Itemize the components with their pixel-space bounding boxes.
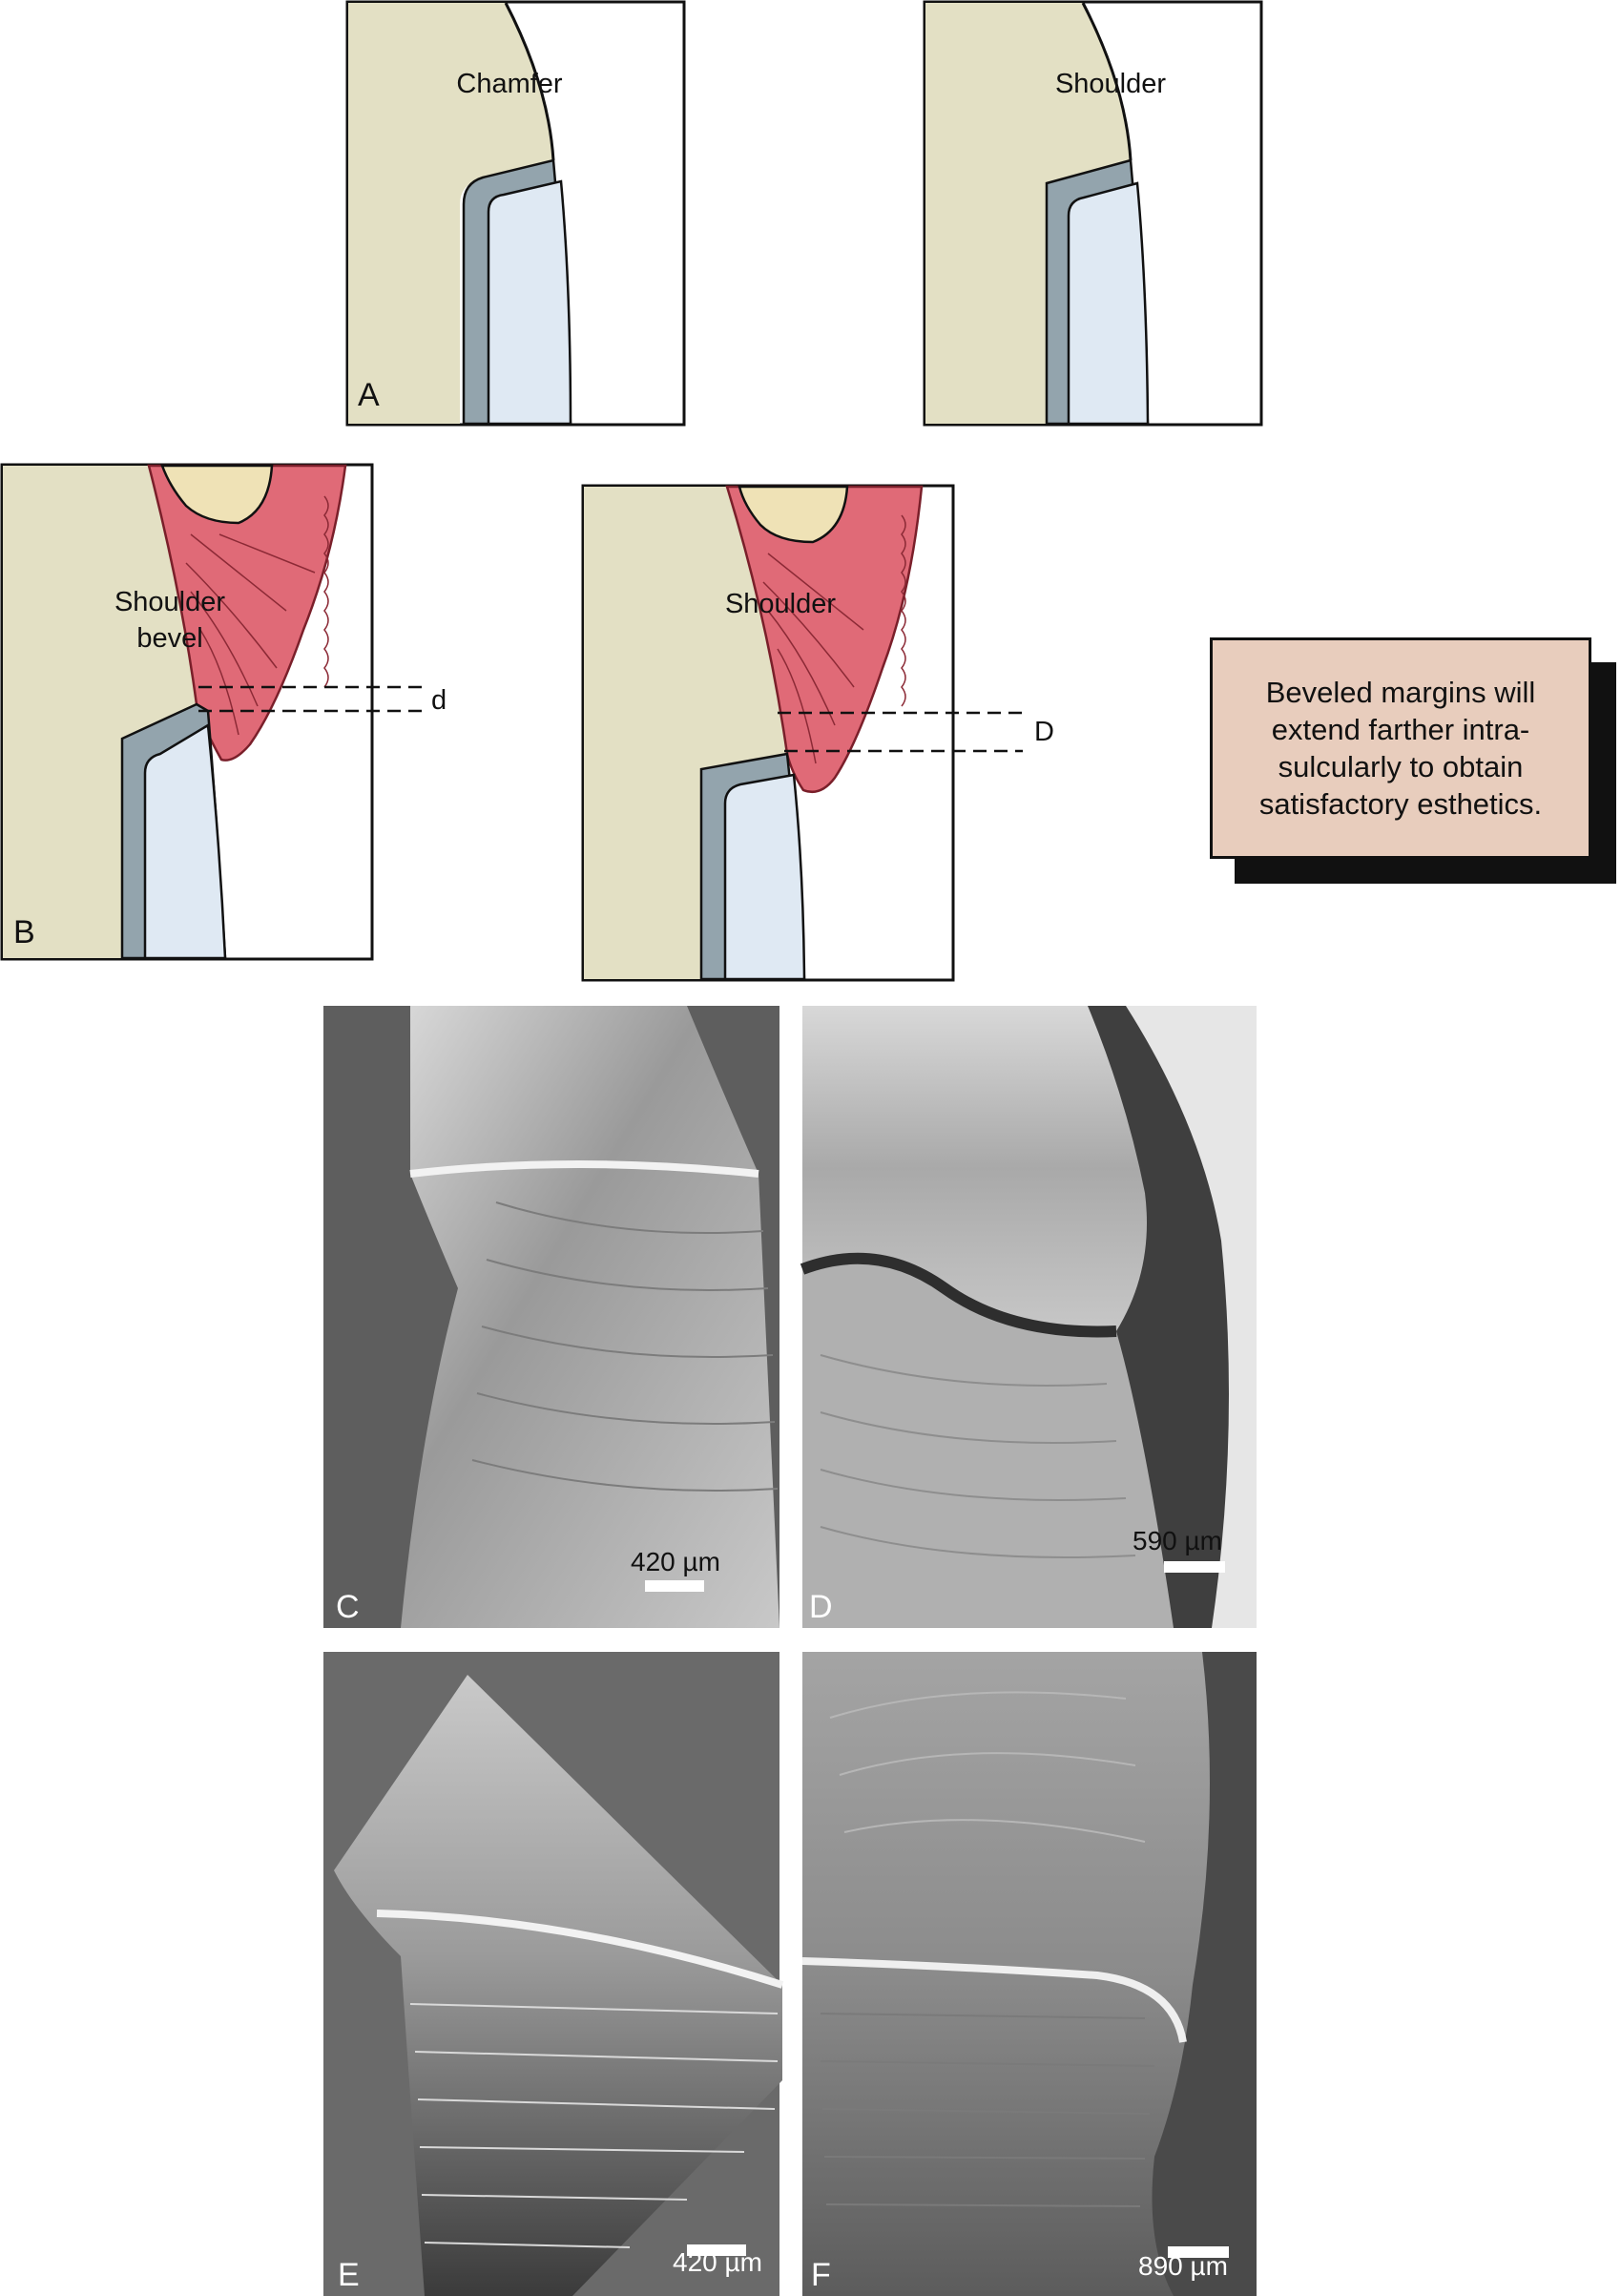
porcelain-layer <box>143 722 227 960</box>
sem-specimen <box>401 1006 779 1628</box>
alveolar-bone <box>160 464 274 525</box>
sem-margin-ledge <box>376 1910 784 1989</box>
panel-letter-b: B <box>13 914 35 950</box>
label-shoulder: Shoulder <box>1055 69 1166 99</box>
label-shoulder-bevel-1: Shoulder <box>114 587 225 617</box>
sem-panel-d: 590 µm D <box>800 1006 1257 1628</box>
panel-a-shoulder: Shoulder <box>923 0 1263 427</box>
porcelain-layer <box>1067 181 1150 426</box>
scale-bar <box>645 1580 704 1592</box>
gingival-fibers <box>185 533 316 736</box>
sem-panel-e: 420 µm E <box>323 1652 784 2296</box>
gingiva <box>725 485 924 794</box>
panel-letter-f: F <box>811 2257 831 2293</box>
scale-label: 420 µm <box>673 2247 762 2277</box>
sem-specimen-upper <box>802 1006 1147 1332</box>
note-text: Beveled margins will extend farther intr… <box>1258 676 1543 821</box>
scale-label: 420 µm <box>631 1547 720 1576</box>
sem-panel-c: 420 µm C <box>323 1006 779 1628</box>
panel-letter-d: D <box>809 1589 833 1625</box>
tooth-outline <box>504 2 555 161</box>
sem-specimen <box>334 1675 782 2296</box>
dimension-D: D <box>1034 717 1054 747</box>
scale-bar <box>1164 1561 1225 1573</box>
sulcular-epithelium <box>901 514 906 707</box>
tooth-structure <box>584 487 787 979</box>
label-shoulder-bevel-2: bevel <box>136 623 202 654</box>
sem-margin-ledge <box>409 1160 759 1178</box>
scale-label: 590 µm <box>1133 1526 1222 1555</box>
label-shoulder: Shoulder <box>725 589 836 619</box>
scale-label: 890 µm <box>1138 2251 1228 2281</box>
sem-striations <box>409 2003 779 2248</box>
panel-a-chamfer: Chamfer A <box>345 0 686 427</box>
panel-b-shoulder: Shoulder D <box>581 484 1054 982</box>
porcelain-layer <box>723 773 806 981</box>
sem-striations <box>471 1201 779 1492</box>
panel-b-shoulder-bevel: Shoulder bevel d B <box>0 463 447 961</box>
label-chamfer: Chamfer <box>456 69 563 99</box>
panel-letter-a: A <box>358 377 380 413</box>
tooth-structure <box>925 3 1131 424</box>
panel-letter-e: E <box>338 2257 360 2293</box>
porcelain-layer <box>487 179 572 426</box>
sem-striations <box>820 2013 1155 2207</box>
sem-side-flap <box>1126 1006 1257 1628</box>
sem-gap <box>800 1252 1117 1338</box>
alveolar-bone <box>738 485 849 544</box>
sem-panel-f: 890 µm F <box>801 1652 1257 2296</box>
gingival-fibers <box>762 553 864 764</box>
scale-bar <box>1168 2246 1229 2258</box>
note-box: Beveled margins will extend farther intr… <box>1210 637 1591 859</box>
tooth-structure <box>348 3 553 424</box>
sem-specimen-lower <box>802 1258 1174 1628</box>
dimension-d: d <box>431 685 447 716</box>
sem-margin-ledge <box>801 1957 1187 2043</box>
sem-specimen <box>802 1652 1210 2296</box>
tooth-outline <box>1081 2 1133 161</box>
scale-bar <box>687 2244 746 2256</box>
sem-striations <box>820 1354 1136 1558</box>
tooth-structure <box>3 466 197 958</box>
sem-upper-scratches <box>829 1691 1146 1843</box>
sulcular-epithelium <box>323 495 329 688</box>
panel-letter-c: C <box>336 1589 360 1625</box>
